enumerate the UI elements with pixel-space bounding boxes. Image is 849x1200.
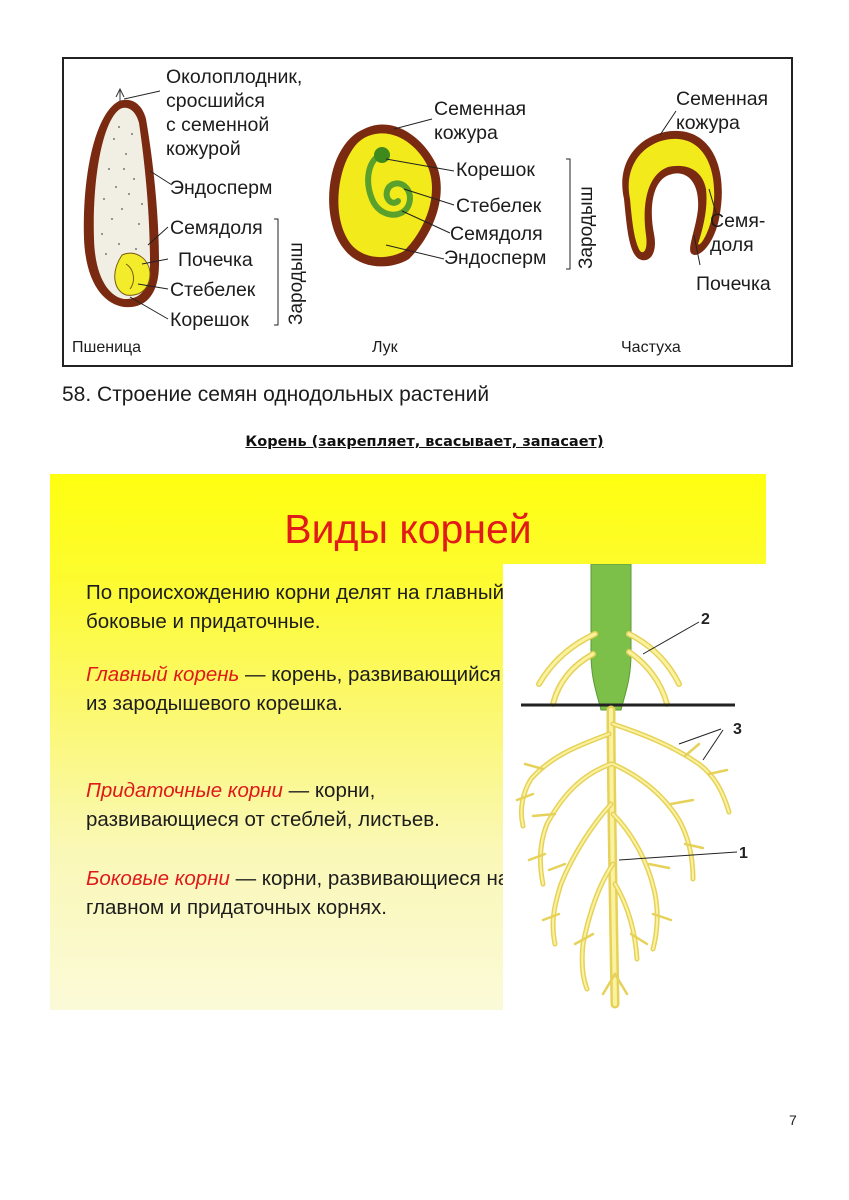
figure-number-3: 3 (733, 721, 742, 738)
onion-seed-drawing (329, 118, 571, 270)
alisma-seed-drawing (622, 110, 722, 266)
main-root-definition: Главный корень — корень, развивающийся и… (86, 660, 516, 718)
root-system-figure: 2 3 1 (503, 563, 766, 1010)
lateral-root-term: Боковые корни (86, 867, 230, 890)
label-seed-coat-onion: Семенная кожура (434, 98, 527, 144)
plant-name-wheat: Пшеница (72, 339, 142, 356)
label-pericarp: Околоплодник, сросшийся с семенной кожур… (166, 66, 303, 160)
plant-name-alisma: Частуха (621, 339, 681, 356)
label-embryo-wheat: Зародыш (286, 242, 307, 325)
label-cotyledon-alisma: Семя- доля (710, 210, 766, 256)
intro-paragraph: По происхождению корни делят на главный,… (86, 581, 510, 633)
main-root-text: — корень, развивающийся из зародышевого … (86, 663, 501, 715)
figure-number-2: 2 (701, 611, 710, 628)
label-cotyledon-wheat: Семядоля (170, 217, 263, 239)
lateral-root-text: — корни, развивающиеся на главном и прид… (86, 867, 510, 919)
label-stem-wheat: Стебелек (170, 279, 256, 301)
wheat-seed-drawing (83, 87, 279, 326)
seed-drawings (83, 87, 722, 326)
label-bud-wheat: Почечка (178, 249, 253, 271)
root-system-drawing: 2 3 1 (515, 563, 748, 1009)
section-heading: Корень (закрепляет, всасывает, запасает) (245, 434, 604, 450)
label-endosperm-wheat: Эндосперм (170, 177, 273, 199)
label-seed-coat-alisma: Семенная кожура (676, 88, 769, 134)
label-radicle-onion: Корешок (456, 159, 535, 181)
main-root-term: Главный корень (86, 663, 240, 686)
label-radicle-wheat: Корешок (170, 309, 249, 331)
plant-name-onion: Лук (372, 339, 398, 356)
seed-structure-figure: Околоплодник, сросшийся с семенной кожур… (62, 57, 793, 367)
slide-title: Виды корней (284, 506, 532, 552)
figure-number-1: 1 (739, 845, 748, 862)
lateral-root-definition: Боковые корни — корни, развивающиеся на … (86, 864, 516, 922)
adventitious-root-text: — корни, развивающиеся от стеблей, листь… (86, 779, 440, 831)
label-embryo-onion: Зародыш (576, 186, 597, 269)
root-types-slide: Виды корней По происхождению корни делят… (50, 474, 766, 1010)
label-cotyledon-onion: Семядоля (450, 223, 543, 245)
label-bud-alisma: Почечка (696, 273, 771, 295)
label-endosperm-onion: Эндосперм (444, 247, 547, 269)
figure-caption: 58. Строение семян однодольных растений (62, 383, 490, 406)
label-stem-onion: Стебелек (456, 195, 542, 217)
adventitious-root-term: Придаточные корни (86, 779, 283, 802)
page-number: 7 (789, 1112, 797, 1128)
adventitious-root-definition: Придаточные корни — корни, развивающиеся… (86, 776, 516, 834)
